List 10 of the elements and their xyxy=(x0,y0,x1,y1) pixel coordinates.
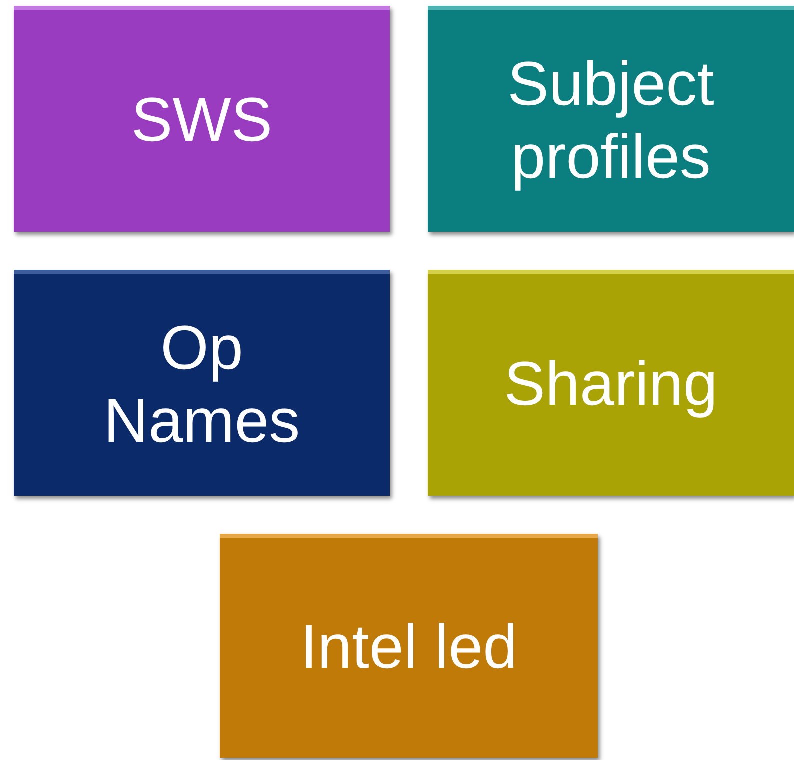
colored-box xyxy=(14,270,390,496)
colored-box xyxy=(220,534,598,758)
box-label: SWS xyxy=(130,85,274,158)
box-label: Intel led xyxy=(299,612,519,684)
box-label: Sharing xyxy=(503,349,719,422)
box-label: Subject profiles xyxy=(506,48,716,194)
colored-box xyxy=(14,6,390,232)
colored-box xyxy=(428,6,794,232)
colored-box xyxy=(428,270,794,496)
box-label: Op Names xyxy=(102,312,302,458)
